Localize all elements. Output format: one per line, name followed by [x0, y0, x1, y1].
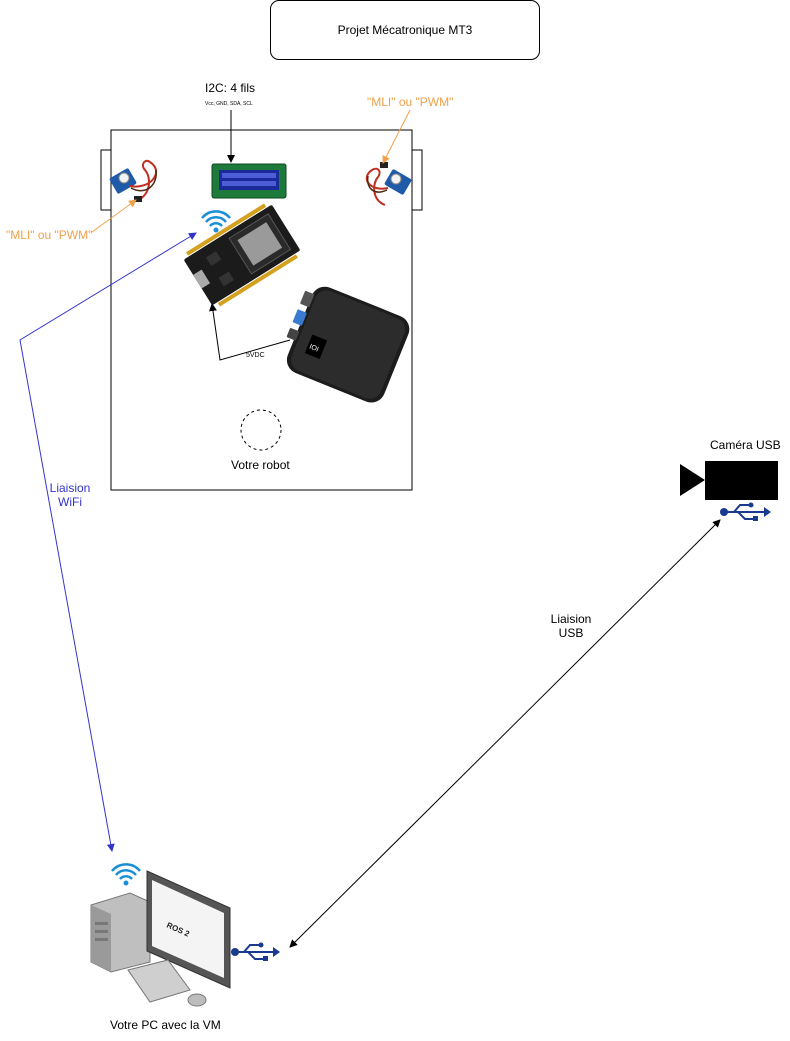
wifi-link-line1: Liaision	[49, 481, 91, 495]
camera-icon	[680, 461, 778, 500]
title-box: Projet Mécatronique MT3	[270, 0, 540, 60]
pwm-right-arrow	[382, 109, 411, 164]
power-bank-display: IOI	[308, 344, 319, 354]
camera-label: Caméra USB	[710, 438, 781, 452]
lcd-display-icon	[211, 163, 287, 199]
robot-caster-circle	[240, 409, 282, 451]
usb-link-line2: USB	[558, 626, 584, 640]
power-bank-icon: IOI	[286, 286, 410, 403]
pwm-left-arrow	[91, 199, 137, 233]
wifi-link-line2: WiFi	[58, 495, 82, 509]
left-wheel	[100, 149, 112, 211]
i2c-pins-label: Vcc, GND, SDA, SCL	[205, 101, 253, 107]
diagram-title: Projet Mécatronique MT3	[337, 23, 473, 37]
servo-left-icon	[109, 159, 158, 202]
robot-label: Votre robot	[231, 458, 290, 472]
power-5vdc-arrow	[209, 303, 291, 361]
right-wheel	[411, 149, 423, 211]
pc-icon: ROS 2	[90, 870, 231, 1007]
usb-link-label: Liaision USB	[543, 612, 599, 640]
pwm-right-label: "MLI" ou "PWM"	[367, 95, 454, 109]
esp32-board-icon	[184, 203, 300, 307]
usb-icon-pc	[231, 942, 280, 961]
usb-link-line	[289, 519, 721, 948]
usb-link-line1: Liaision	[550, 612, 592, 626]
servo-right-icon	[365, 162, 412, 206]
i2c-label: I2C: 4 fils	[205, 81, 256, 95]
wifi-link-line	[19, 232, 197, 852]
wifi-icon-pc	[111, 863, 141, 886]
wifi-link-label: Liaision WiFi	[42, 481, 98, 509]
pwm-left-label: "MLI" ou "PWM"	[6, 228, 93, 242]
power-label: 5VDC	[246, 352, 265, 359]
pc-label: Votre PC avec la VM	[110, 1018, 221, 1032]
usb-icon-camera	[720, 502, 771, 521]
wifi-icon-esp32	[201, 210, 231, 233]
